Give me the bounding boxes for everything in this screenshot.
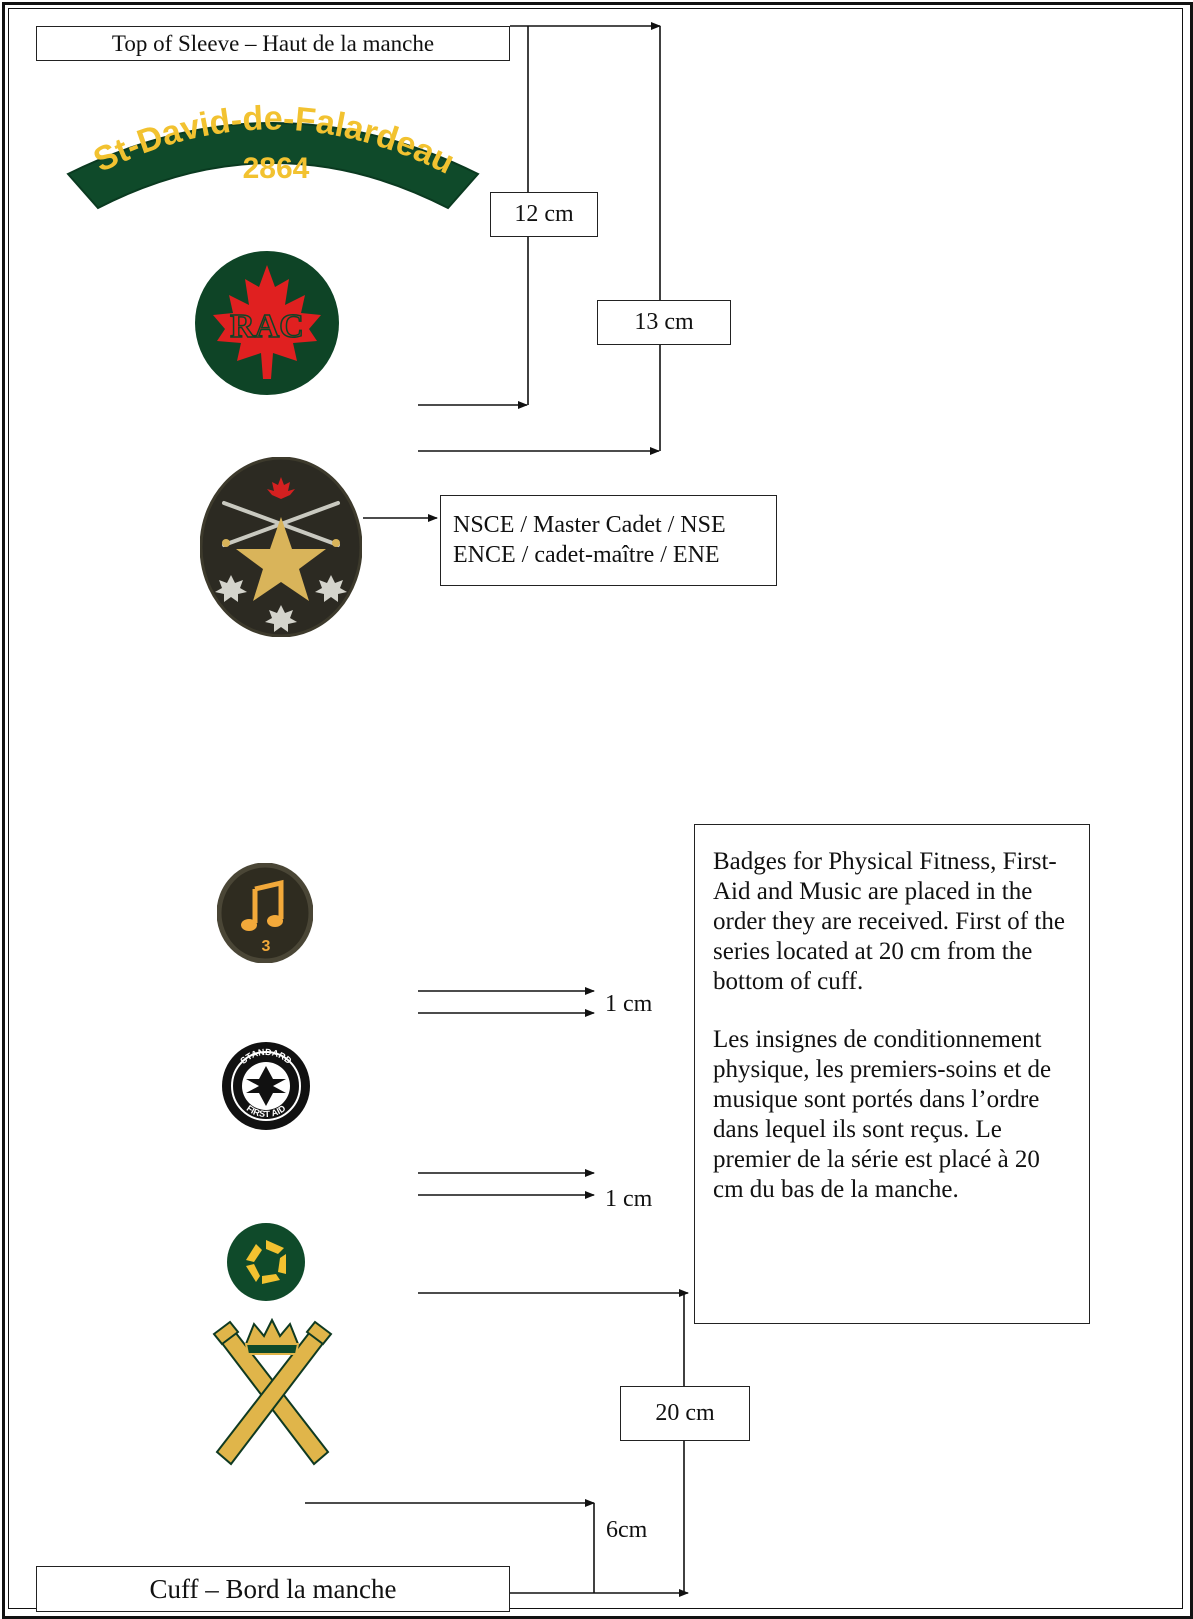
physical-fitness-badge <box>227 1223 305 1301</box>
first-aid-badge: STANDARD FIRST AID <box>222 1042 310 1130</box>
measurement-12cm: 12 cm <box>490 192 598 237</box>
master-cadet-rank-badge <box>200 457 362 637</box>
inner-frame <box>8 8 1183 1609</box>
rank-label-fr: ENCE / cadet-maître / ENE <box>453 542 720 568</box>
top-of-sleeve-label: Top of Sleeve – Haut de la manche <box>36 26 510 61</box>
rac-maple-leaf-badge: RAC <box>195 251 339 395</box>
note-french: Les insignes de conditionnement physique… <box>713 1026 1052 1203</box>
note-english: Badges for Physical Fitness, First-Aid a… <box>713 848 1065 995</box>
marksman-badge <box>212 1318 333 1466</box>
measurement-13cm: 13 cm <box>597 300 731 345</box>
shoulder-title-number: 2864 <box>243 152 310 185</box>
rank-label-box: NSCE / Master Cadet / NSE ENCE / cadet-m… <box>440 495 777 586</box>
measurement-gap-1cm-lower: 1 cm <box>605 1186 653 1212</box>
svg-text:FIRST AID: FIRST AID <box>245 1103 288 1119</box>
measurement-gap-1cm-upper: 1 cm <box>605 991 653 1017</box>
rac-letters: RAC <box>230 308 304 345</box>
rank-label-en: NSCE / Master Cadet / NSE <box>453 512 726 538</box>
placement-note-box: Badges for Physical Fitness, First-Aid a… <box>694 824 1090 1324</box>
music-badge: 3 <box>217 863 313 963</box>
shoulder-title-badge: St-David-de-Falardeau 2864 <box>66 99 480 210</box>
cuff-label: Cuff – Bord la manche <box>36 1566 510 1612</box>
music-level: 3 <box>262 938 271 955</box>
measurement-6cm: 6cm <box>606 1517 648 1543</box>
first-aid-bottom-text: FIRST AID <box>245 1103 288 1119</box>
measurement-20cm: 20 cm <box>620 1386 750 1441</box>
